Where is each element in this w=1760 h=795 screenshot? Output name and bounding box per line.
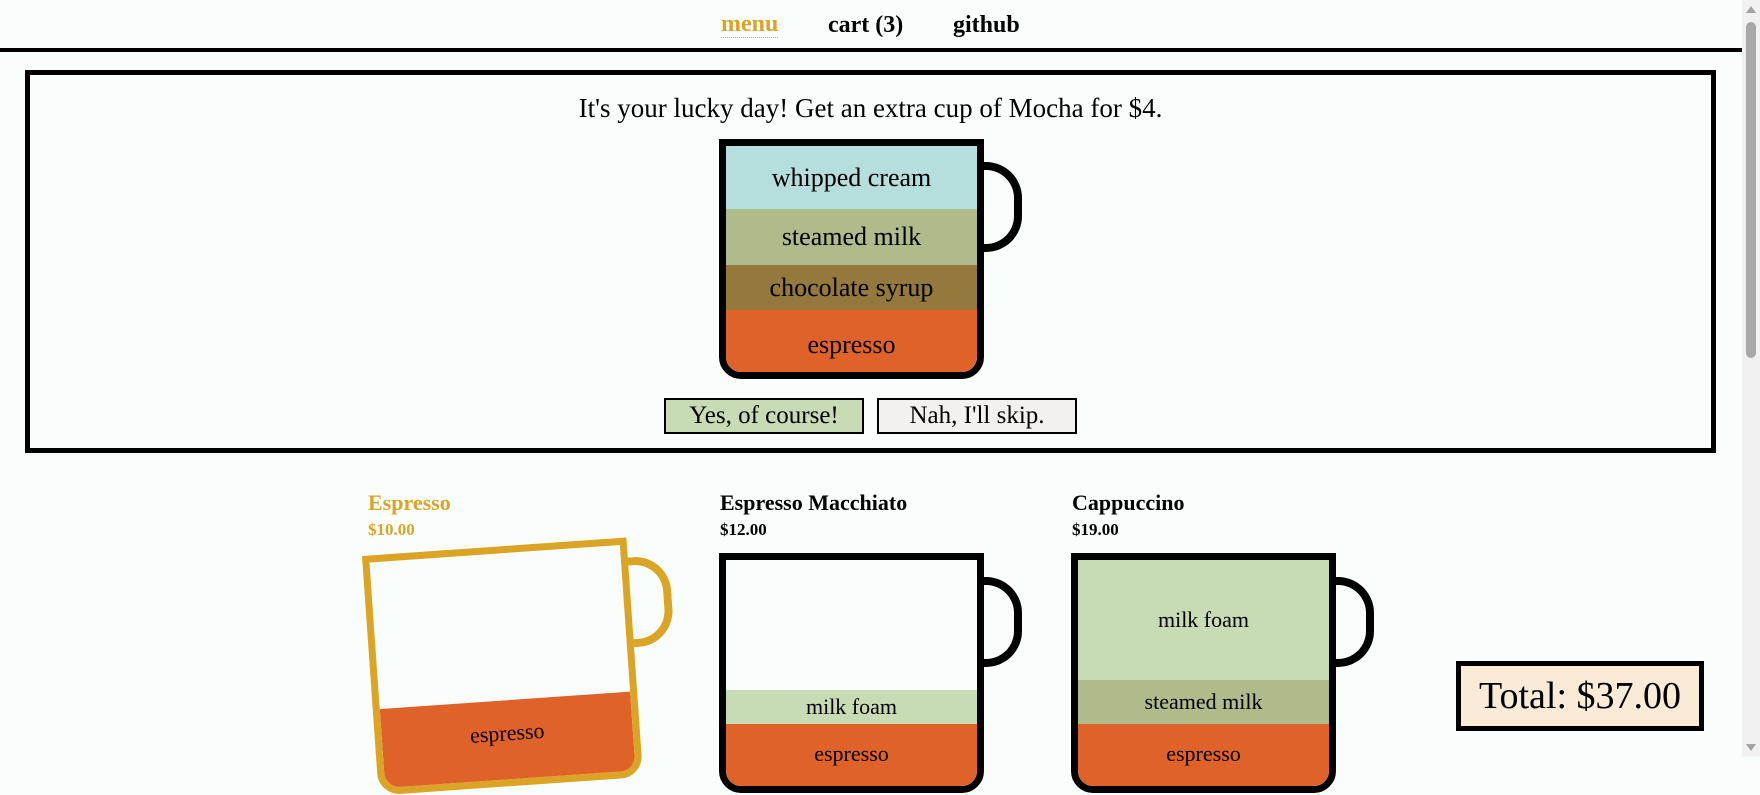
item-name: Cappuccino: [1072, 490, 1185, 515]
scroll-thumb[interactable]: [1746, 22, 1756, 358]
cup-layer-espresso: espresso: [379, 691, 639, 795]
cappuccino-cup-illustration: milk foam steamed milk espresso: [1071, 553, 1336, 793]
cup-layer-espresso: espresso: [726, 310, 977, 372]
cup-layer-steamed-milk: steamed milk: [1078, 680, 1329, 724]
nav-link-github[interactable]: github: [953, 12, 1020, 38]
cup-layer-espresso: espresso: [1078, 724, 1329, 786]
cart-total: Total: $37.00: [1456, 661, 1704, 731]
cup-handle: [974, 577, 1022, 667]
espresso-cup-illustration: espresso: [362, 535, 677, 795]
item-price: $10.00: [368, 520, 415, 539]
page-scrollbar[interactable]: [1742, 0, 1760, 757]
cup-layer-steamed-milk: steamed milk: [726, 209, 977, 265]
upsell-banner: It's your lucky day! Get an extra cup of…: [25, 70, 1716, 453]
scroll-down-icon[interactable]: [1746, 744, 1756, 751]
item-name: Espresso: [368, 490, 451, 515]
decline-offer-button[interactable]: Nah, I'll skip.: [877, 398, 1077, 434]
cup-layer-whipped-cream: whipped cream: [726, 146, 977, 209]
top-nav: menu cart (3) github: [0, 0, 1742, 52]
upsell-message: It's your lucky day! Get an extra cup of…: [578, 93, 1163, 123]
cup-layer-chocolate-syrup: chocolate syrup: [726, 265, 977, 310]
nav-link-cart[interactable]: cart (3): [828, 12, 904, 38]
item-price: $19.00: [1072, 520, 1119, 539]
accept-offer-button[interactable]: Yes, of course!: [664, 398, 864, 434]
macchiato-cup-illustration: milk foam espresso: [719, 553, 984, 793]
cup-layer-milk-foam: milk foam: [726, 690, 977, 724]
cup-handle: [974, 162, 1022, 252]
nav-link-menu[interactable]: menu: [721, 11, 779, 38]
cup-layer-espresso: espresso: [726, 724, 977, 786]
mocha-cup-illustration: whipped cream steamed milk chocolate syr…: [719, 139, 984, 379]
cup-body: espresso: [362, 537, 644, 795]
cup-handle: [1326, 577, 1374, 667]
item-name: Espresso Macchiato: [720, 490, 908, 515]
item-price: $12.00: [720, 520, 767, 539]
cup-layer-milk-foam: milk foam: [1078, 560, 1329, 680]
scroll-up-icon[interactable]: [1746, 6, 1756, 13]
